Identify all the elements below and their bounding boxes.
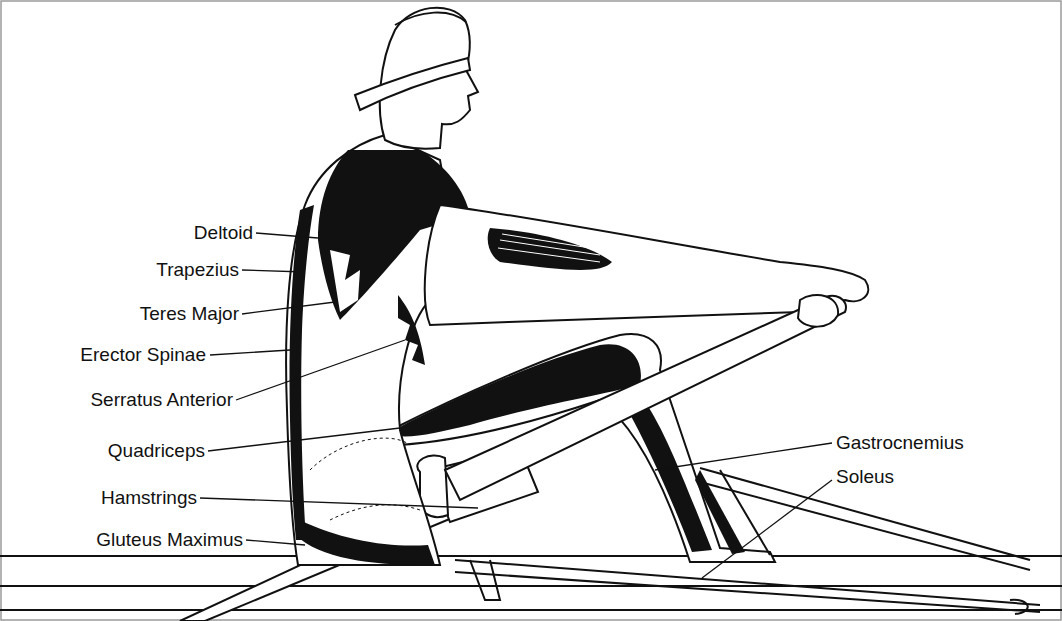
muscle-striation bbox=[498, 248, 600, 262]
muscle-label: Teres Major bbox=[140, 303, 239, 325]
leader-line bbox=[242, 270, 305, 272]
rigger-stay bbox=[455, 560, 1040, 605]
muscle-label: Gluteus Maximus bbox=[96, 529, 243, 551]
gluteus-maximus-muscle bbox=[296, 520, 435, 565]
leader-line bbox=[208, 428, 400, 451]
muscle-label: Hamstrings bbox=[101, 487, 197, 509]
muscle-label: Serratus Anterior bbox=[90, 389, 233, 411]
muscle-label: Gastrocnemius bbox=[836, 432, 964, 454]
hip-contour bbox=[310, 438, 420, 520]
hull-line bbox=[0, 585, 1062, 587]
muscle-label: Trapezius bbox=[156, 259, 239, 281]
muscle-label: Quadriceps bbox=[108, 440, 205, 462]
forearm-muscle bbox=[488, 228, 612, 270]
rigger-stay bbox=[455, 572, 1040, 612]
leader-line bbox=[702, 480, 832, 578]
oar-handle bbox=[445, 296, 846, 500]
erector-spinae-muscle bbox=[289, 205, 314, 540]
serratus-anterior-muscle bbox=[398, 295, 425, 365]
leader-line bbox=[200, 498, 478, 508]
muscle-label: Soleus bbox=[836, 466, 894, 488]
leader-line bbox=[210, 350, 290, 355]
headband bbox=[355, 58, 470, 110]
hair bbox=[395, 13, 466, 25]
leader-line bbox=[242, 302, 335, 314]
leader-line bbox=[236, 340, 405, 400]
rigger-end bbox=[1010, 600, 1028, 614]
footstretcher bbox=[700, 470, 770, 555]
leader-line bbox=[256, 233, 318, 238]
muscle-striation bbox=[502, 234, 590, 248]
hull-line bbox=[0, 609, 1062, 611]
muscle-label: Deltoid bbox=[194, 222, 253, 244]
muscle-label: Erector Spinae bbox=[80, 344, 206, 366]
leader-line bbox=[246, 540, 305, 545]
seat-slide bbox=[470, 560, 500, 600]
gunwale-line bbox=[0, 555, 1062, 557]
leader-line bbox=[655, 443, 832, 470]
hand bbox=[798, 295, 838, 327]
